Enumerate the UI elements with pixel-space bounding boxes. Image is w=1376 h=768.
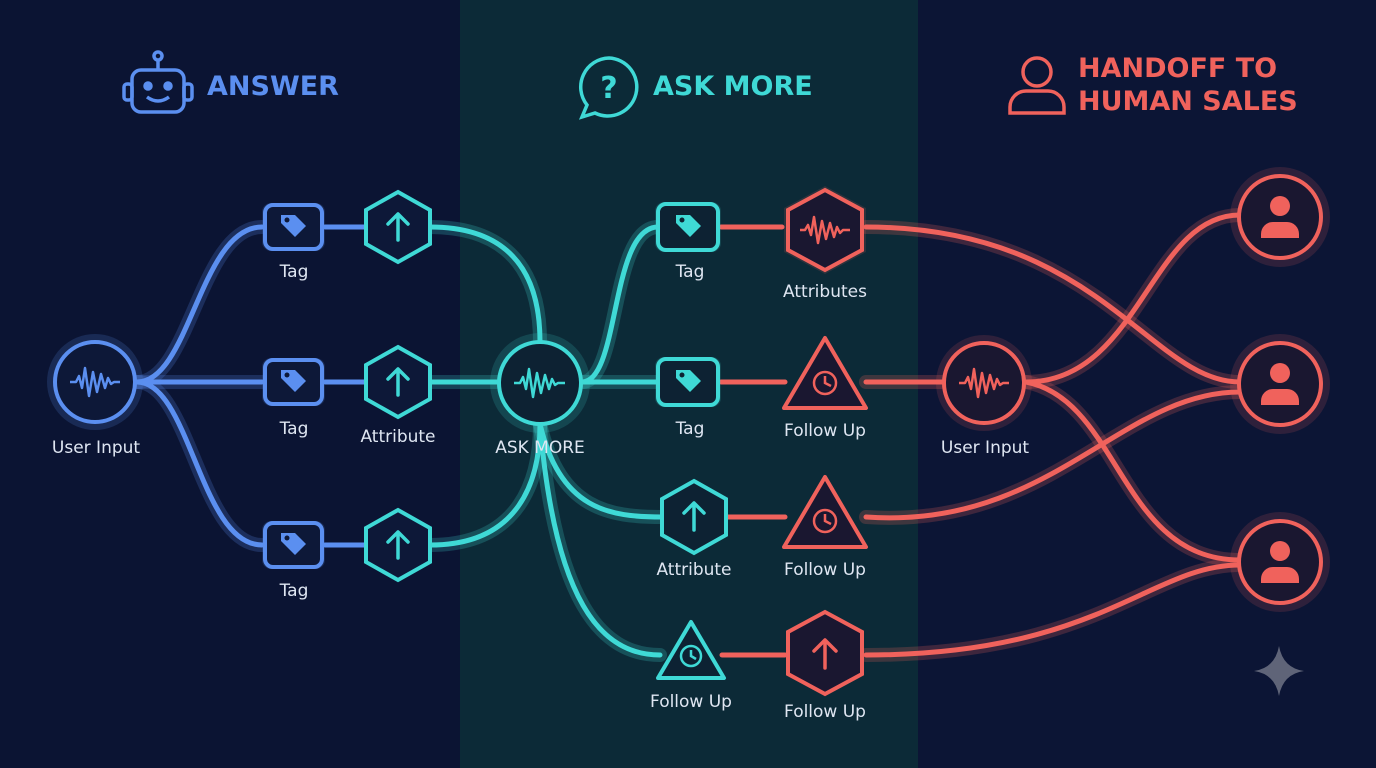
arrow-up-icon — [386, 212, 410, 242]
header-ask-more: ? ASK MORE — [578, 56, 813, 120]
tag-label: Tag — [279, 419, 309, 439]
person-icon — [1261, 541, 1299, 583]
hub-label: ASK MORE — [495, 438, 585, 458]
follow-up-label: Follow Up — [650, 692, 732, 712]
user-input-label: User Input — [52, 438, 141, 458]
follow-up-label: Follow Up — [784, 421, 866, 441]
clock-icon — [812, 370, 838, 396]
node-attributes-red: Attributes — [783, 186, 867, 302]
person-icon — [1261, 363, 1299, 405]
node-tag-bot-left: Tag — [262, 521, 325, 601]
clock-icon — [679, 644, 703, 668]
node-tag-mid-mid: Tag — [655, 357, 721, 439]
user-input-label: User Input — [941, 438, 1030, 458]
arrow-up-icon — [682, 501, 706, 532]
node-user-input-right: User Input — [936, 335, 1032, 458]
handoff-title-line2: HUMAN SALES — [1078, 86, 1298, 117]
question-bubble-icon: ? — [578, 56, 639, 120]
attribute-label: Attribute — [360, 427, 435, 447]
ask-more-title: ASK MORE — [653, 71, 813, 102]
arrow-up-icon — [386, 530, 410, 560]
connector-mid-to-red-nodes — [718, 224, 788, 658]
attribute-label: Attribute — [656, 560, 731, 580]
follow-up-label: Follow Up — [784, 560, 866, 580]
waveform-icon — [959, 367, 1009, 399]
robot-icon — [122, 50, 194, 114]
waveform-icon — [514, 367, 565, 399]
clock-icon — [812, 508, 838, 534]
connector-hub-to-mid-nodes — [533, 220, 669, 662]
node-follow-up-red-2: Follow Up — [782, 475, 868, 580]
node-attribute-bot-left — [364, 507, 432, 583]
waveform-icon — [70, 366, 120, 398]
node-follow-up-red-3: Follow Up — [784, 609, 866, 722]
connector-input-to-tags — [130, 220, 371, 552]
connector-attributes-to-hub — [423, 220, 547, 552]
tag-label: Tag — [279, 262, 309, 282]
node-tag-top-mid: Tag — [655, 202, 721, 282]
node-follow-up-red-1: Follow Up — [782, 336, 868, 441]
person-icon — [1261, 196, 1299, 238]
connectors — [130, 208, 1247, 662]
arrow-up-icon — [812, 638, 838, 670]
node-sales-person-bot — [1230, 512, 1330, 612]
node-sales-person-top — [1230, 167, 1330, 267]
node-user-input-left: User Input — [47, 334, 143, 458]
node-sales-person-mid — [1230, 334, 1330, 434]
node-tag-mid-left: Tag — [262, 358, 325, 439]
node-tag-top-left: Tag — [262, 203, 325, 282]
tag-label: Tag — [279, 581, 309, 601]
header-handoff: HANDOFF TO HUMAN SALES — [1008, 53, 1298, 117]
node-ask-more-hub: ASK MORE — [490, 333, 590, 458]
node-attribute-mid: Attribute — [656, 478, 732, 580]
arrow-up-icon — [386, 367, 410, 397]
waveform-icon — [800, 215, 850, 245]
tag-label: Tag — [675, 419, 705, 439]
sparkle-icon — [1254, 646, 1304, 696]
answer-title: ANSWER — [207, 71, 339, 102]
node-attribute-top-left — [364, 189, 432, 265]
attributes-label: Attributes — [783, 282, 867, 302]
node-follow-up-bot-mid: Follow Up — [650, 620, 732, 712]
handoff-title-line1: HANDOFF TO — [1078, 53, 1277, 84]
node-attribute-mid-left: Attribute — [360, 344, 436, 447]
header-answer: ANSWER — [122, 50, 339, 114]
person-icon — [1008, 56, 1066, 115]
follow-up-label: Follow Up — [784, 702, 866, 722]
connector-red-to-people — [859, 208, 1247, 662]
tag-label: Tag — [675, 262, 705, 282]
svg-text:?: ? — [600, 71, 617, 106]
